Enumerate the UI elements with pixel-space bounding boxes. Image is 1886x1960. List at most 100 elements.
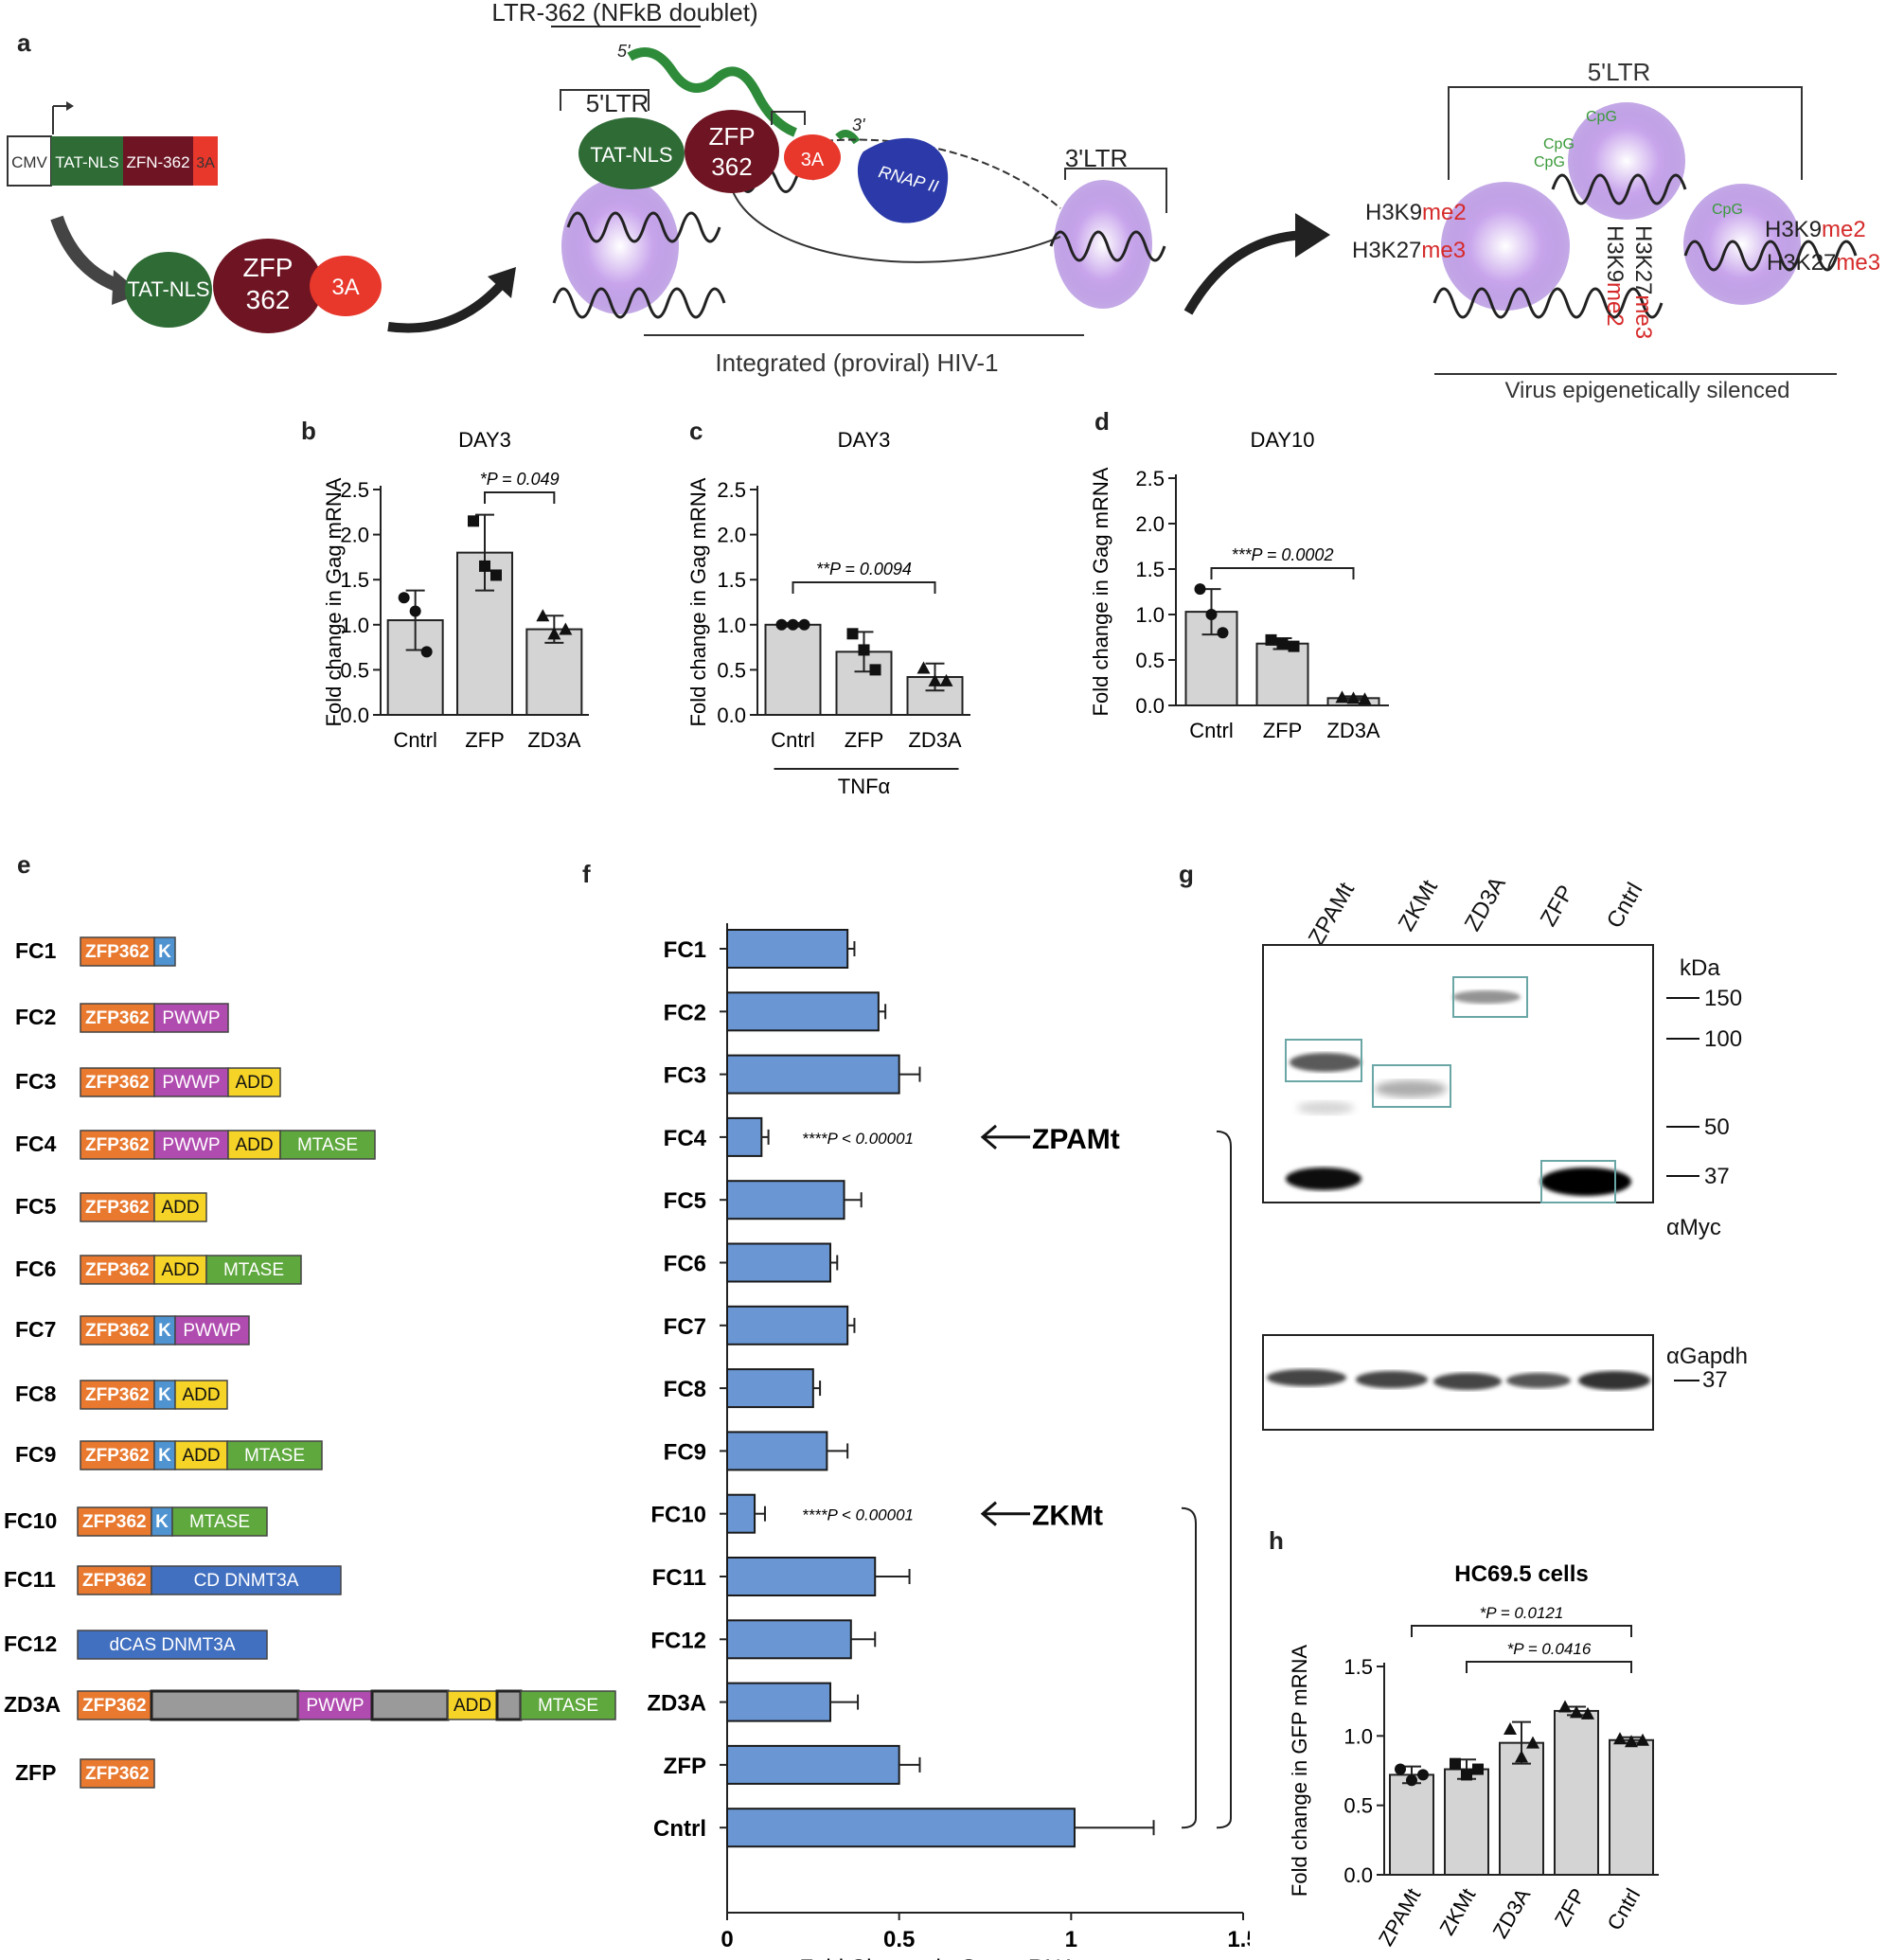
svg-text:CpG: CpG xyxy=(1586,109,1617,125)
data-point xyxy=(1395,1763,1406,1775)
data-point xyxy=(858,644,870,656)
x-group-label: TNFα xyxy=(838,775,891,798)
zfn-box xyxy=(123,136,193,186)
y-tick-label: FC4 xyxy=(664,1126,707,1151)
x-tick-label: ZD3A xyxy=(527,728,581,752)
lane-label: Cntrl xyxy=(1602,879,1648,933)
data-point xyxy=(1503,1722,1517,1735)
significance-bracket xyxy=(792,581,936,594)
data-point xyxy=(1461,1769,1472,1781)
data-point xyxy=(775,618,788,631)
domain-label: ZFP362 xyxy=(85,1073,150,1093)
bar xyxy=(726,1180,845,1221)
svg-text:3'LTR: 3'LTR xyxy=(1065,144,1129,172)
y-tick-label: 1.0 xyxy=(340,614,369,637)
construct-label: ZD3A xyxy=(4,1692,61,1717)
data-point xyxy=(916,661,931,674)
data-point xyxy=(1194,583,1206,596)
domain-label: ZFP362 xyxy=(85,1385,150,1405)
domain-label: ADD xyxy=(182,1385,220,1405)
domain-label: ZFP362 xyxy=(85,942,150,962)
x-tick-label: ZFP xyxy=(1263,719,1303,742)
y-tick-label: 1.5 xyxy=(1135,558,1165,581)
domain-label: K xyxy=(155,1512,169,1532)
y-tick-label: ZD3A xyxy=(647,1691,706,1717)
three-a-box xyxy=(193,136,218,186)
data-point xyxy=(559,622,573,635)
data-point xyxy=(869,664,881,676)
domain-label: ZFP362 xyxy=(85,1764,150,1784)
data-point xyxy=(1276,637,1289,650)
data-point xyxy=(409,605,421,617)
curved-arrow-icon xyxy=(387,280,506,333)
domain-label: MTASE xyxy=(538,1696,598,1716)
construct-domain xyxy=(77,1506,152,1537)
construct-domain xyxy=(80,1380,155,1410)
svg-text:CpG: CpG xyxy=(1712,202,1743,218)
construct-label: FC7 xyxy=(15,1317,56,1342)
domain-label: ZFP362 xyxy=(85,1008,150,1028)
construct-domain xyxy=(80,936,155,967)
construct-label: FC11 xyxy=(4,1567,56,1592)
y-tick-label: 2.5 xyxy=(1135,467,1165,490)
construct-domain xyxy=(174,1380,228,1410)
x-tick-label: ZFP xyxy=(845,728,884,752)
x-axis-label: Fold Change in Gag mRNA xyxy=(799,1955,1076,1960)
svg-text:H3K9me2: H3K9me2 xyxy=(1365,200,1467,225)
domain-label: K xyxy=(158,942,171,962)
y-axis-label: Fold change in Gag mRNA xyxy=(686,477,710,726)
panel-label-c: c xyxy=(689,417,703,445)
domain-label: MTASE xyxy=(223,1260,284,1280)
construct-domain xyxy=(153,1192,207,1222)
comparison-bracket xyxy=(1216,1130,1232,1829)
data-point xyxy=(1417,1769,1429,1781)
construct-label: FC10 xyxy=(4,1508,57,1533)
data-point xyxy=(1613,1732,1627,1745)
data-point xyxy=(1526,1736,1539,1749)
y-tick-label: FC2 xyxy=(664,1000,706,1025)
p-value: *P = 0.0121 xyxy=(1480,1604,1564,1622)
bar xyxy=(726,1368,814,1409)
svg-text:3': 3' xyxy=(852,116,865,134)
y-tick-label: 1.0 xyxy=(717,614,746,637)
panel-label-f: f xyxy=(582,860,591,888)
construct-domain xyxy=(150,1689,300,1721)
svg-text:H3K27me3: H3K27me3 xyxy=(1630,225,1656,339)
construct-domain xyxy=(77,1630,268,1660)
cmv-label: CMV xyxy=(11,153,47,171)
data-point xyxy=(1625,1735,1638,1748)
domain-label: ADD xyxy=(235,1073,273,1093)
domain-label: ZFP362 xyxy=(85,1446,150,1466)
blot-myc xyxy=(1262,944,1654,1203)
y-tick-label: 2.0 xyxy=(340,524,369,547)
svg-text:37: 37 xyxy=(1704,1164,1730,1189)
svg-text:ZFP: ZFP xyxy=(708,122,755,151)
bar xyxy=(1444,1768,1489,1877)
significance-bracket xyxy=(484,491,556,504)
bar xyxy=(726,1242,831,1283)
construct-label: FC6 xyxy=(15,1256,56,1281)
domain-label: ZFP362 xyxy=(82,1571,147,1591)
cmv-box xyxy=(7,135,52,187)
arrow-label: ZPAMt xyxy=(1032,1124,1120,1155)
y-tick-label: 0.0 xyxy=(1343,1863,1373,1887)
data-point xyxy=(1570,1705,1583,1719)
lane-label: ZKMt xyxy=(1394,876,1443,935)
data-point xyxy=(939,673,953,686)
construct-domain xyxy=(153,1255,207,1285)
svg-text:CpG: CpG xyxy=(1534,154,1565,170)
y-tick-label: FC8 xyxy=(664,1377,706,1402)
svg-text:150: 150 xyxy=(1704,986,1742,1011)
y-tick-label: FC5 xyxy=(664,1188,706,1214)
construct-label: ZFP xyxy=(15,1760,56,1785)
bar xyxy=(726,991,880,1032)
domain-label: PWWP xyxy=(162,1135,220,1155)
bar xyxy=(726,1054,900,1095)
lane-label: ZFP xyxy=(1536,881,1579,931)
domain-label: ADD xyxy=(182,1446,220,1466)
significance-bracket xyxy=(1411,1625,1632,1637)
domain-label: ZFP362 xyxy=(82,1512,147,1532)
construct-label: FC2 xyxy=(15,1005,56,1029)
